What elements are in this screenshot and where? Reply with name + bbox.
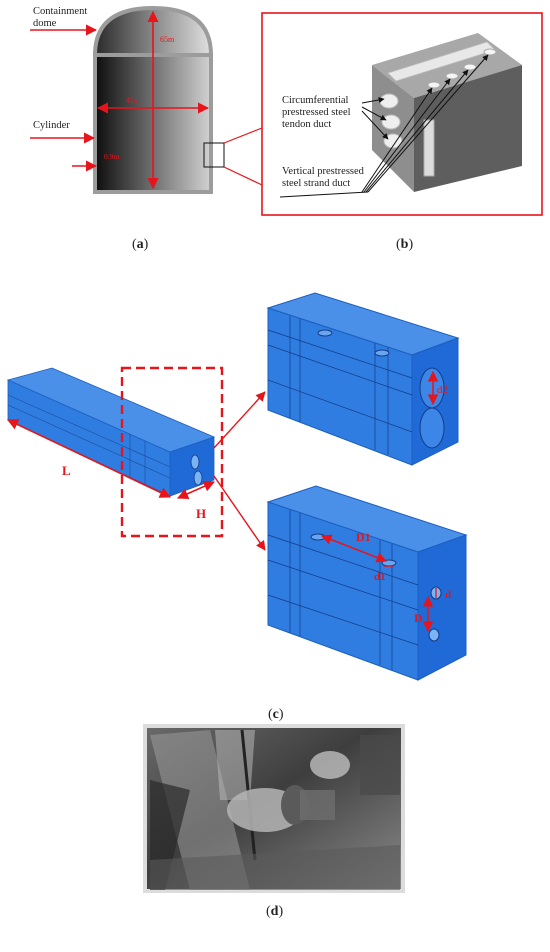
upper-duct-top-2 xyxy=(374,349,390,357)
vertical-duct-4 xyxy=(483,48,497,56)
H-dimension-arrow xyxy=(176,480,216,500)
height-dimension-label: 65m xyxy=(160,35,175,44)
photo-fitting xyxy=(310,751,350,779)
vert-pointer-2 xyxy=(363,78,451,193)
D1-dimension-arrow xyxy=(321,534,387,563)
zoom-line-bottom xyxy=(223,166,263,186)
upper-duct-end-2 xyxy=(419,407,445,449)
mesh-line xyxy=(267,594,419,646)
lower-duct-end-2 xyxy=(428,628,440,642)
panel-d-photograph xyxy=(143,724,405,893)
L-dimension-label: L xyxy=(62,463,71,478)
vert-label-line1: Vertical prestressed xyxy=(282,166,365,177)
d-dimension-label: d xyxy=(445,589,451,601)
diameter-dimension-label: 47m xyxy=(126,96,141,105)
vert-label-line2: steel strand duct xyxy=(282,178,350,189)
dome-label-line1: Containment xyxy=(33,6,87,17)
lower-block-end xyxy=(417,534,467,681)
D-dimension-label: D xyxy=(414,611,423,625)
panel-a-containment-vessel: 65m 47m 0.9m Containment dome Cylinder xyxy=(30,5,263,194)
D1-dimension-label: D1 xyxy=(356,530,371,544)
circ-label-line3: tendon duct xyxy=(282,119,331,130)
vert-pointer-3 xyxy=(365,69,469,193)
photo-strand-bundle xyxy=(300,790,335,820)
photo-beam-left xyxy=(150,730,250,890)
duct-end-3 xyxy=(383,133,403,149)
panel-b-caption: (b) xyxy=(396,237,413,252)
circ-label-line2: prestressed steel xyxy=(282,107,351,118)
circ-pointer-1 xyxy=(361,97,385,104)
vert-pointer-1 xyxy=(361,87,433,193)
dome-label-line2: dome xyxy=(33,18,57,29)
panel-a-caption: (a) xyxy=(132,237,149,252)
thickness-dimension-label: 0.9m xyxy=(104,152,119,161)
detail-region-box xyxy=(203,142,225,168)
vertical-duct-1 xyxy=(427,81,441,89)
duct-end-1 xyxy=(379,93,399,109)
d1-dimension-label: d1 xyxy=(374,571,386,583)
H-dimension-label: H xyxy=(196,506,206,521)
photo-floor-beam xyxy=(150,845,400,890)
vert-pointer-4 xyxy=(367,54,489,193)
d2-dimension-label: d2 xyxy=(437,384,448,396)
beam-duct-1 xyxy=(190,454,200,470)
cylinder-label: Cylinder xyxy=(33,120,70,131)
photo-equipment-right xyxy=(360,735,400,795)
block-right-face xyxy=(414,65,522,192)
zoom-arrow-upper xyxy=(213,391,266,449)
vert-label-underline xyxy=(279,191,369,198)
mesh-line xyxy=(267,559,419,611)
panel-c-caption: (c) xyxy=(268,707,284,722)
zoom-line-top xyxy=(223,127,263,144)
circ-pointer-2 xyxy=(361,106,387,121)
vertical-duct-visible-shaft xyxy=(423,119,435,177)
zoom-arrow-lower xyxy=(213,475,266,551)
circ-pointer-3 xyxy=(361,110,389,140)
upper-duct-top-1 xyxy=(317,329,333,337)
vertical-duct-3 xyxy=(463,63,477,71)
panel-b-duct-detail: Circumferential prestressed steel tendon… xyxy=(261,12,543,216)
beam-duct-2 xyxy=(193,470,203,486)
vertical-duct-2 xyxy=(445,72,459,80)
duct-end-2 xyxy=(381,114,401,130)
circ-label-line1: Circumferential xyxy=(282,95,349,106)
panel-d-caption: (d) xyxy=(266,904,283,919)
L-dimension-arrow xyxy=(6,419,172,498)
panel-c-fe-model: L H d2 xyxy=(6,292,468,681)
